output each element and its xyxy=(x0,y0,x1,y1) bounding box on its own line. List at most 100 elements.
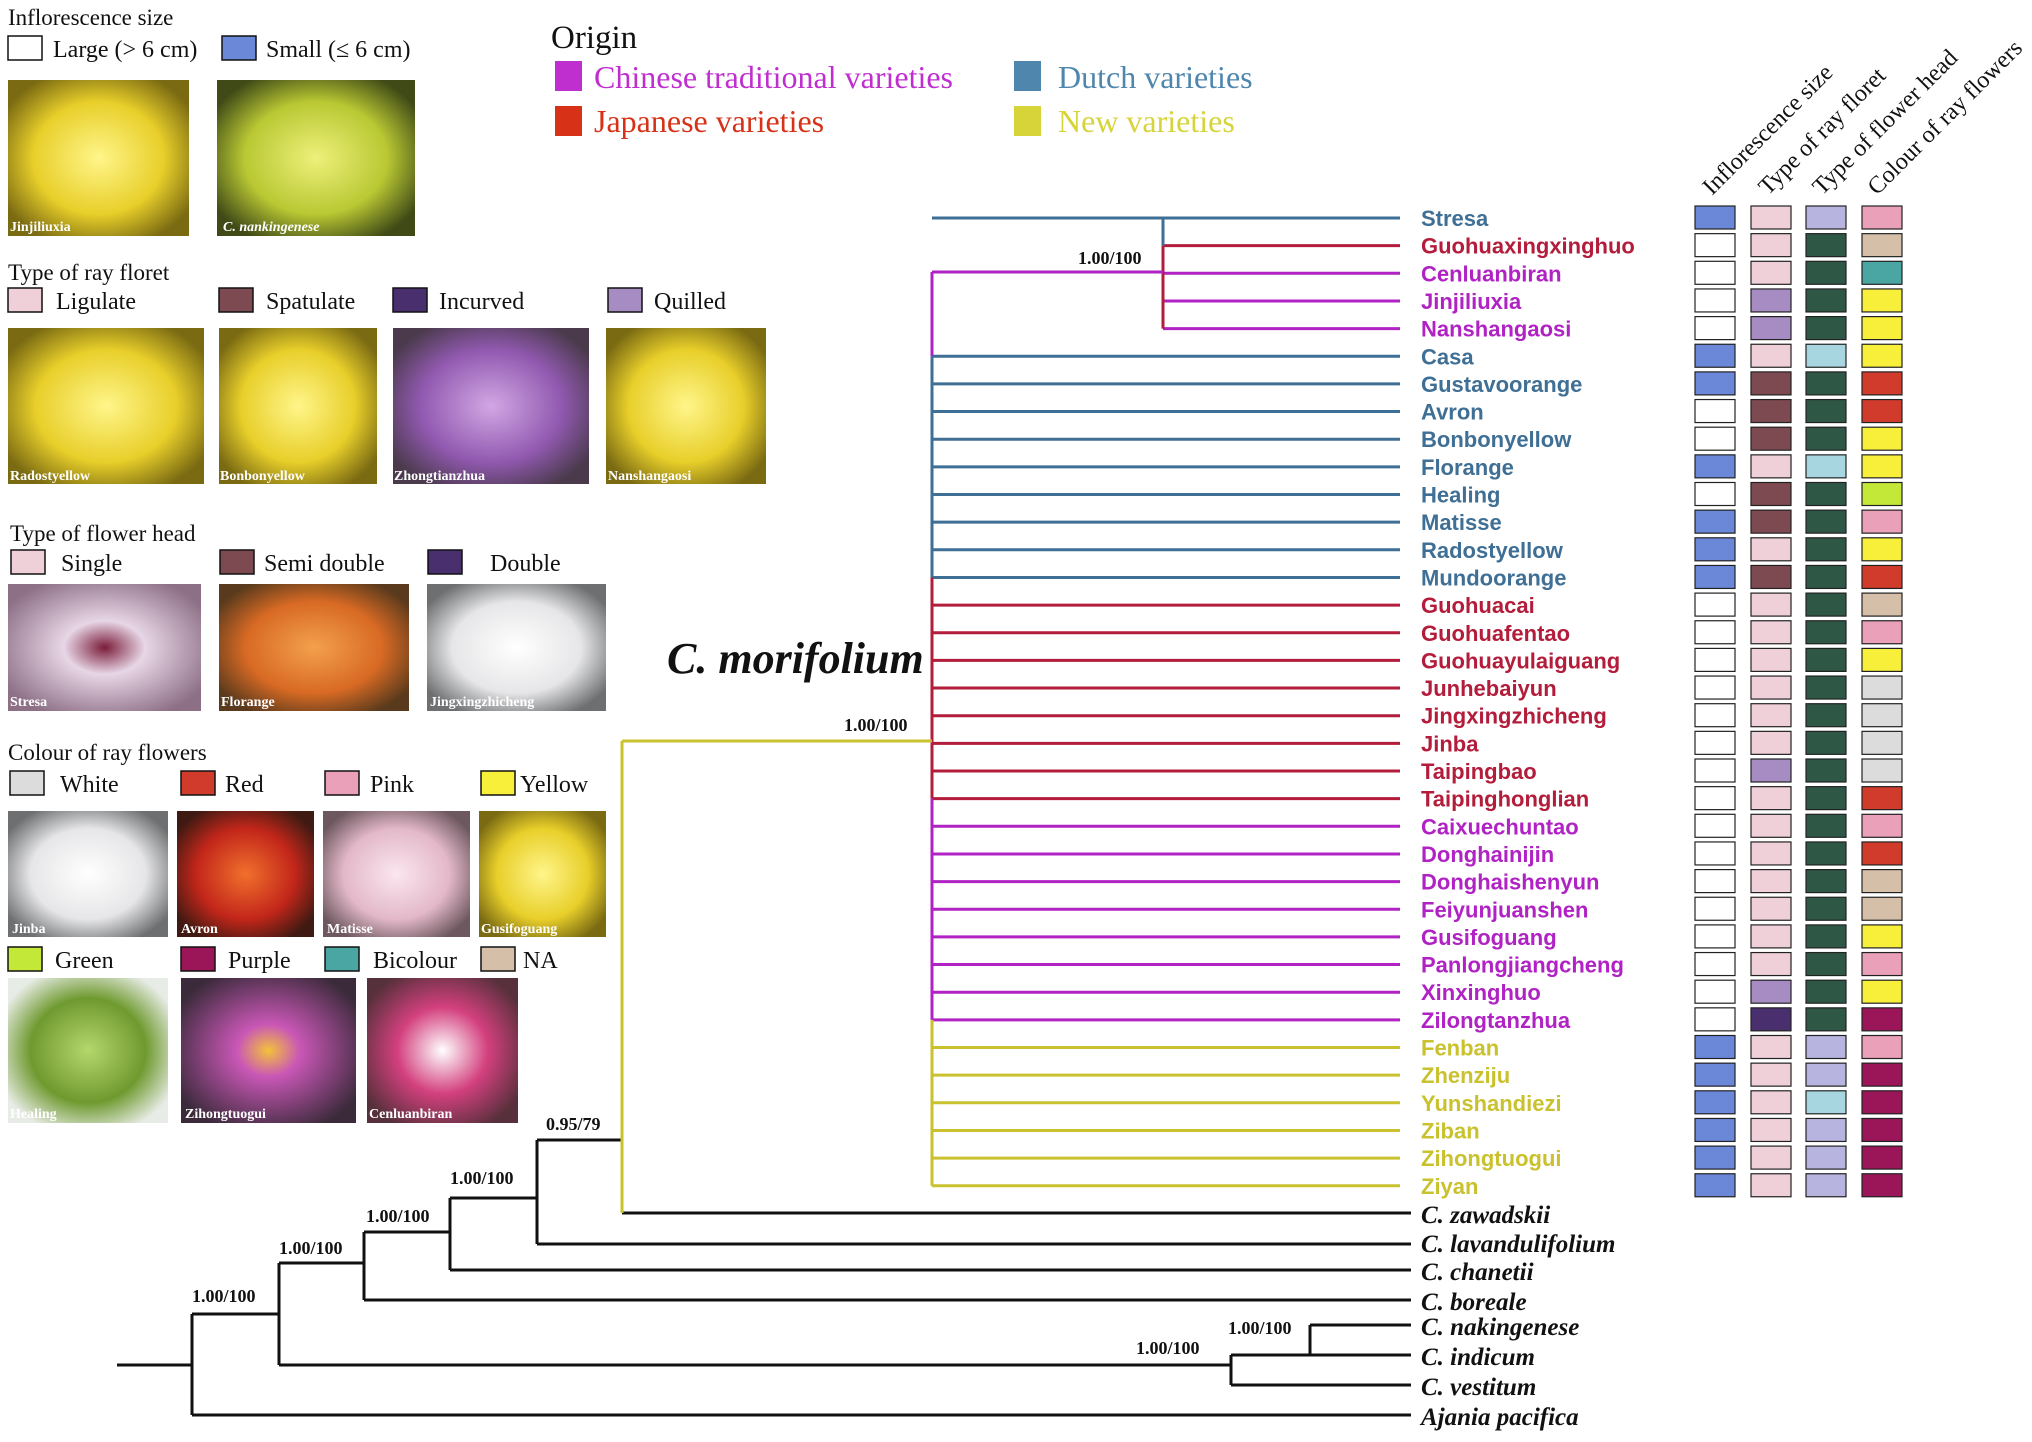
taxon-label: Jingxingzhicheng xyxy=(1421,704,1607,729)
trait-cell xyxy=(1805,620,1847,645)
trait-cell xyxy=(1694,537,1736,562)
photo-stresa: Stresa xyxy=(8,584,201,711)
trait-cell xyxy=(1861,233,1903,258)
photo-bonbonyellow: Bonbonyellow xyxy=(219,328,377,484)
origin-swatch-chinese xyxy=(555,61,582,91)
photo-caption: Matisse xyxy=(327,922,373,937)
branch-node-c xyxy=(362,1230,1411,1302)
trait-cell xyxy=(1750,233,1792,258)
legend-label-ligulate: Ligulate xyxy=(56,289,136,315)
branch-node-b xyxy=(277,1261,1231,1367)
legend-inflorescence-title: Inflorescence size xyxy=(8,5,173,30)
trait-cell xyxy=(1861,564,1903,590)
trait-cell xyxy=(1805,703,1847,728)
taxon-label: Avron xyxy=(1421,400,1484,425)
branch-morifolium-stem xyxy=(620,739,932,1213)
legend-swatch-double xyxy=(427,549,463,575)
photo-cenluanbiran: Cenluanbiran xyxy=(367,978,518,1123)
trait-cell xyxy=(1805,924,1847,949)
trait-cell xyxy=(1694,1062,1736,1087)
trait-grid xyxy=(1694,205,1903,1198)
trait-cell xyxy=(1805,426,1847,451)
photo-radostyellow: Radostyellow xyxy=(8,328,204,484)
outgroup-label: C. indicum xyxy=(1421,1344,1535,1371)
taxon-label: Donghaishenyun xyxy=(1421,870,1599,895)
legend-label-red: Red xyxy=(225,772,264,798)
photo-healing: Healing xyxy=(8,978,168,1123)
trait-cell xyxy=(1805,786,1847,811)
photo-caption: Stresa xyxy=(10,695,47,710)
trait-cell xyxy=(1750,454,1792,479)
origin-swatch-japanese xyxy=(555,106,582,136)
trait-cell xyxy=(1694,343,1736,368)
trait-cell xyxy=(1750,1145,1792,1170)
trait-cell xyxy=(1694,703,1736,728)
trait-cell xyxy=(1694,979,1736,1004)
trait-cell xyxy=(1861,509,1903,534)
trait-cell xyxy=(1805,951,1847,977)
legend-inflorescence: Inflorescence size Large (> 6 cm) Small … xyxy=(7,5,415,236)
trait-cell xyxy=(1861,1062,1903,1087)
support-value-nakingenese: 1.00/100 xyxy=(1228,1318,1292,1338)
trait-cell xyxy=(1805,481,1847,507)
trait-cell xyxy=(1750,564,1792,590)
legend-label-pink: Pink xyxy=(370,772,414,798)
photo-matisse: Matisse xyxy=(323,811,470,937)
branch-node-g xyxy=(1229,1353,1411,1387)
photo-caption: Jinba xyxy=(12,922,45,937)
trait-cell xyxy=(1750,730,1792,755)
support-value-lavandulifolium: 1.00/100 xyxy=(450,1168,514,1188)
trait-cell xyxy=(1805,841,1847,866)
legend-ray-floret-title: Type of ray floret xyxy=(8,260,170,285)
trait-cell xyxy=(1805,398,1847,424)
taxon-label: Jinba xyxy=(1421,731,1479,756)
photo-caption: Zhongtianzhua xyxy=(394,469,485,484)
trait-cell xyxy=(1750,647,1792,673)
legend-label-spatulate: Spatulate xyxy=(266,289,355,315)
legend-swatch-white xyxy=(9,770,45,796)
outgroup-label: C. nakingenese xyxy=(1421,1314,1579,1341)
photo-zhongtianzhua: Zhongtianzhua xyxy=(393,328,589,484)
origin-label-chinese: Chinese traditional varieties xyxy=(594,59,953,95)
origin-label-dutch: Dutch varieties xyxy=(1058,59,1253,95)
trait-cell xyxy=(1694,813,1736,838)
photo-caption: Florange xyxy=(221,695,275,710)
trait-cell xyxy=(1750,786,1792,811)
taxon-label: Stresa xyxy=(1421,206,1489,231)
trait-cell xyxy=(1750,1173,1792,1198)
legend-swatch-pink xyxy=(324,770,360,796)
legend-swatch-ligulate xyxy=(7,287,43,313)
trait-cell xyxy=(1861,786,1903,811)
support-value-boreale: 1.00/100 xyxy=(279,1238,343,1258)
legend-swatch-spatulate xyxy=(218,287,254,313)
trait-cell xyxy=(1861,1145,1903,1170)
trait-cell xyxy=(1750,813,1792,838)
taxon-label: Nanshangaosi xyxy=(1421,317,1571,342)
outgroup-labels: C. zawadskii C. lavandulifolium C. chane… xyxy=(1419,1202,1615,1431)
trait-cell xyxy=(1750,509,1792,534)
photo-caption: C. nankingenese xyxy=(223,220,319,235)
trait-cell xyxy=(1861,647,1903,673)
trait-cell xyxy=(1861,703,1903,728)
tree-branches xyxy=(930,216,1400,1188)
trait-cell xyxy=(1694,316,1736,341)
trait-cell xyxy=(1861,592,1903,617)
trait-cell xyxy=(1861,343,1903,368)
photo-caption: Zihongtuogui xyxy=(185,1107,266,1122)
taxon-label: Taipinghonglian xyxy=(1421,787,1589,812)
trait-cell xyxy=(1805,260,1847,285)
legend-flower-head: Type of flower head Single Semi double D… xyxy=(8,521,606,711)
taxon-label: Zhenziju xyxy=(1421,1063,1510,1088)
trait-cell xyxy=(1750,979,1792,1004)
legend-label-white: White xyxy=(60,772,119,798)
branch-node-h xyxy=(1308,1323,1411,1357)
trait-cell xyxy=(1861,260,1903,285)
trait-cell xyxy=(1694,1173,1736,1198)
trait-cell xyxy=(1750,1034,1792,1060)
trait-cell xyxy=(1694,454,1736,479)
trait-cell xyxy=(1694,481,1736,507)
trait-cell xyxy=(1750,1007,1792,1032)
photo-florange: Florange xyxy=(219,584,409,711)
trait-cell xyxy=(1694,398,1736,424)
